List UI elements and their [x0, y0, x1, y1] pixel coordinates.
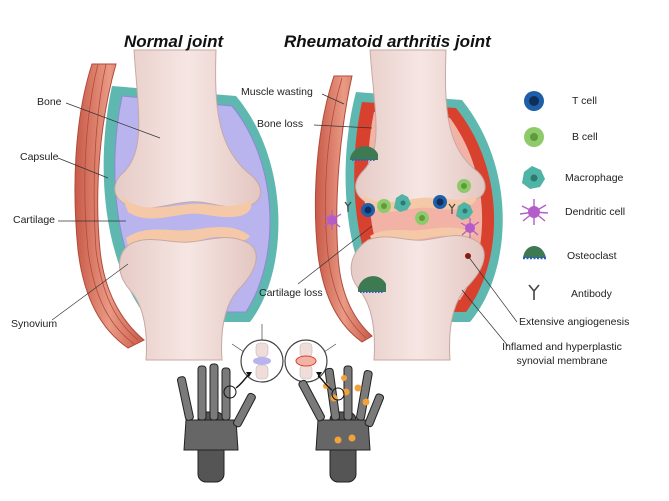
macrophage-icon: [394, 194, 411, 212]
normal-upper-bone: [114, 49, 261, 209]
label-bone: Bone: [37, 96, 62, 108]
legend-label-b-cell: B cell: [572, 131, 598, 143]
dendritic-cell-icon: [322, 210, 342, 230]
label-synovial-line1: Inflamed and hyperplastic: [502, 341, 622, 353]
ra-magnified-joint: [284, 339, 337, 383]
ra-joint-title: Rheumatoid arthritis joint: [284, 32, 491, 51]
macrophage-icon: [456, 202, 473, 220]
normal-lower-bone: [119, 237, 257, 361]
dendritic-cell-icon: [519, 199, 549, 225]
blood-vessel-icon: [465, 253, 471, 259]
normal-magnified-joint: [231, 324, 284, 383]
t-cell-icon: [524, 91, 544, 111]
label-synovium: Synovium: [11, 318, 58, 330]
label-extensive-angiogenesis: Extensive angiogenesis: [519, 316, 630, 328]
normal-hand-xray: [176, 363, 256, 483]
legend-label-dendritic-cell: Dendritic cell: [565, 206, 626, 218]
label-synovial-line2: synovial membrane: [516, 355, 608, 367]
b-cell-icon: [457, 179, 471, 193]
antibody-icon: [448, 203, 456, 214]
ra-cells: [322, 146, 480, 293]
b-cell-icon: [524, 127, 544, 147]
antibody-icon: [344, 201, 352, 212]
label-cartilage: Cartilage: [13, 214, 56, 226]
osteoclast-icon: [358, 276, 386, 293]
dendritic-cell-icon: [460, 218, 480, 238]
b-cell-icon: [415, 211, 429, 225]
ra-joint: [314, 49, 503, 361]
normal-joint: [74, 49, 279, 361]
legend-icons: [519, 91, 549, 300]
label-cartilage-loss: Cartilage loss: [259, 287, 323, 299]
normal-joint-title: Normal joint: [124, 32, 224, 51]
legend-label-macrophage: Macrophage: [565, 172, 624, 184]
legend-label-t-cell: T cell: [572, 95, 597, 107]
macrophage-icon: [522, 166, 545, 189]
label-capsule: Capsule: [20, 151, 59, 163]
osteoclast-icon: [523, 246, 546, 260]
legend-label-antibody: Antibody: [571, 288, 612, 300]
normal-muscle: [74, 63, 145, 349]
label-bone-loss: Bone loss: [257, 118, 304, 130]
osteoclast-icon: [350, 146, 378, 161]
legend-label-osteoclast: Osteoclast: [567, 250, 617, 262]
b-cell-icon: [377, 199, 391, 213]
label-muscle-wasting: Muscle wasting: [241, 86, 313, 98]
normal-upper-cartilage: [122, 196, 252, 219]
leader-lines: [51, 93, 518, 347]
t-cell-icon: [433, 195, 447, 209]
t-cell-icon: [361, 203, 375, 217]
ra-lower-cartilage-thin: [370, 227, 474, 240]
ra-hand-xray: [298, 365, 385, 483]
antibody-icon: [528, 284, 540, 300]
ra-muscle: [314, 75, 373, 343]
